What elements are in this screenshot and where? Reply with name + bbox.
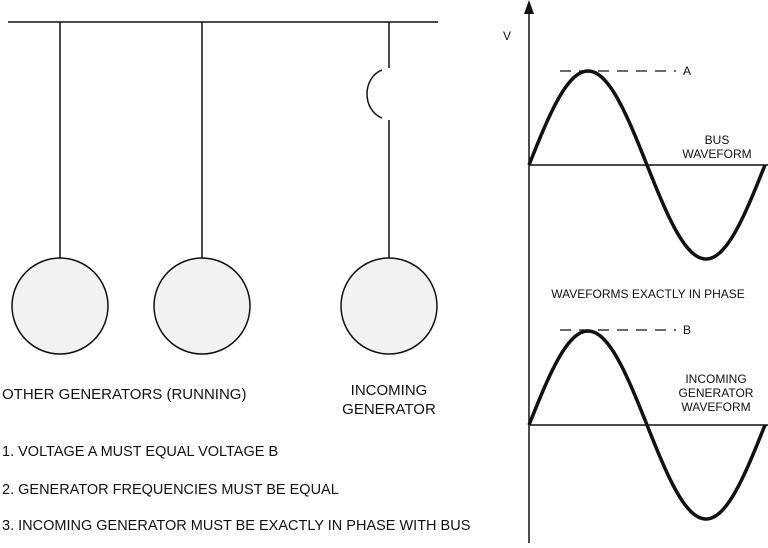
- label-bus-wave-line1: BUS: [705, 133, 730, 147]
- axis-label-v: V: [503, 29, 511, 43]
- label-inc-wave-line2: GENERATOR: [679, 386, 754, 400]
- note-3: 3. INCOMING GENERATOR MUST BE EXACTLY IN…: [2, 518, 470, 534]
- generator-2: [153, 257, 251, 355]
- bus-waveform: [527, 69, 767, 261]
- label-bus-wave-line2: WAVEFORM: [682, 147, 751, 161]
- label-in-phase: WAVEFORMS EXACTLY IN PHASE: [551, 287, 745, 301]
- label-other-generators: OTHER GENERATORS (RUNNING): [2, 386, 246, 403]
- label-a: A: [683, 64, 691, 78]
- note-1: 1. VOLTAGE A MUST EQUAL VOLTAGE B: [2, 444, 278, 460]
- note-2: 2. GENERATOR FREQUENCIES MUST BE EQUAL: [2, 482, 339, 498]
- label-inc-wave-line3: WAVEFORM: [681, 400, 750, 414]
- label-incoming-line1: INCOMING: [351, 382, 428, 399]
- incoming-waveform: [527, 329, 767, 521]
- breaker-open-contact: [366, 69, 383, 119]
- v-axis-arrowhead: [524, 0, 534, 14]
- label-inc-wave-line1: INCOMING: [685, 372, 746, 386]
- generators: [11, 257, 438, 355]
- waveform-axes: [528, 12, 768, 543]
- bus-system: [8, 21, 438, 258]
- generator-1: [11, 257, 109, 355]
- label-incoming-line2: GENERATOR: [342, 401, 436, 418]
- incoming-generator: [340, 257, 438, 355]
- label-b: B: [683, 323, 691, 337]
